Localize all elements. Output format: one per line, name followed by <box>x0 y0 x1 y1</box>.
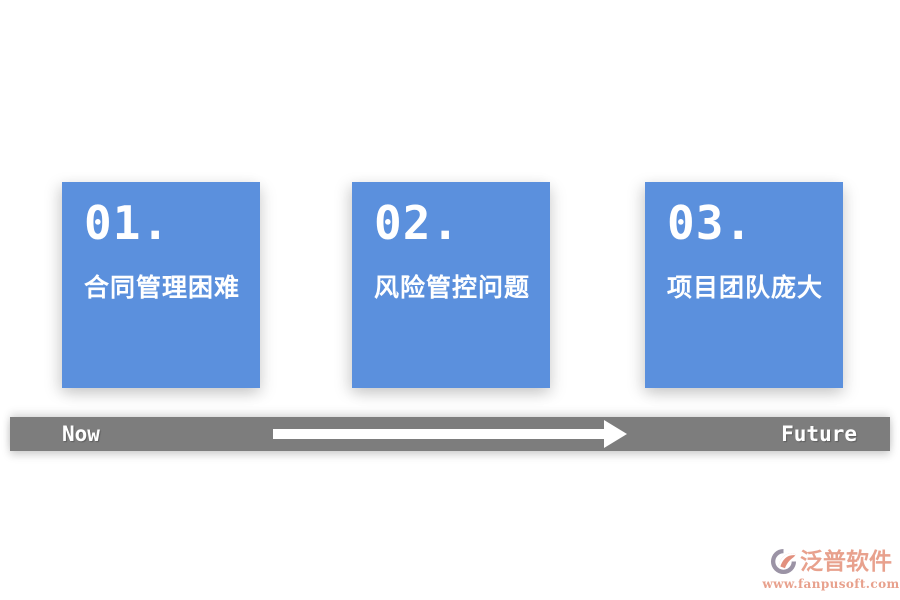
logo-url: www.fanpusoft.com <box>762 577 900 591</box>
problem-card-3: 03. 项目团队庞大 <box>645 182 843 388</box>
card-label: 项目团队庞大 <box>667 272 824 302</box>
card-number: 01. <box>84 196 171 250</box>
timeline-now-label: Now <box>62 422 100 446</box>
card-number: 02. <box>374 196 461 250</box>
timeline-bar: Now Future <box>10 417 890 451</box>
card-label: 风险管控问题 <box>374 272 531 302</box>
logo-text: 泛普软件 <box>800 548 892 575</box>
card-label: 合同管理困难 <box>84 272 241 302</box>
problem-card-1: 01. 合同管理困难 <box>62 182 260 388</box>
right-arrow-icon <box>273 420 627 448</box>
timeline-future-label: Future <box>781 422 857 446</box>
card-number: 03. <box>667 196 754 250</box>
problem-card-2: 02. 风险管控问题 <box>352 182 550 388</box>
fanpusoft-logo-icon <box>770 548 797 575</box>
fanpusoft-watermark: 泛普软件 www.fanpusoft.com <box>762 548 899 591</box>
